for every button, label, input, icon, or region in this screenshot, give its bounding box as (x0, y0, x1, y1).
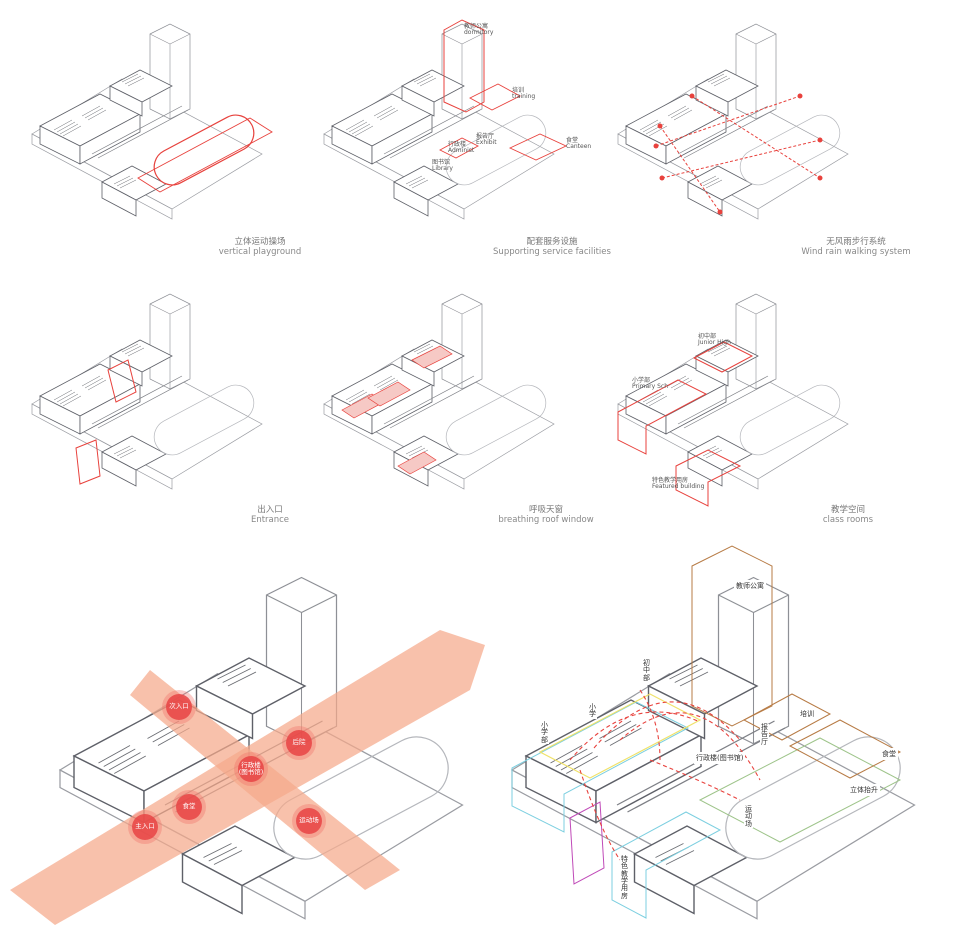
tag-zh: 初中部 (698, 333, 717, 340)
label-junior-high: 初中部 (642, 659, 651, 683)
tag-en: Featured building (652, 483, 705, 491)
caption-en: vertical playground (218, 246, 302, 257)
tag-en: dormitory (464, 29, 494, 37)
diagram-service-facilities (323, 19, 568, 220)
caption-class-rooms: 教学空间 class rooms (808, 505, 888, 526)
tag-primary: 小学部 Primary Sch (632, 377, 669, 391)
caption-en: Wind rain walking system (801, 246, 911, 257)
label-primary-school: 小学部 (540, 721, 549, 745)
marker-main-entrance: 主入口 (132, 814, 158, 840)
tag-en: training (512, 93, 536, 101)
caption-service-facilities: 配套服务设施 Supporting service facilities (492, 237, 612, 258)
tag-zh: 教师公寓 (464, 23, 489, 30)
tag-admin: 行政楼 Administ (448, 141, 475, 155)
marker-canteen: 食堂 (176, 794, 202, 820)
tag-en: Administ (448, 147, 475, 155)
tag-library: 图书馆 Library (432, 159, 453, 173)
tag-zh: 图书馆 (432, 159, 451, 166)
label-raised-playground: 立体抬升 (848, 784, 880, 796)
caption-walking-system: 无风雨步行系统 Wind rain walking system (796, 237, 916, 258)
diagram-circulation (10, 576, 485, 925)
label-sports-field: 运动场 (744, 805, 753, 829)
tag-en: Junior High (698, 339, 731, 347)
tag-zh: 食堂 (566, 137, 579, 144)
caption-en: Supporting service facilities (493, 246, 611, 257)
label-lecture-hall: 报告厅 (760, 723, 769, 747)
tag-training: 培训 training (512, 87, 536, 101)
tag-en: Primary Sch (632, 383, 669, 391)
caption-vertical-playground: 立体运动操场 vertical playground (210, 237, 310, 258)
label-teacher-dormitory: 教师公寓 (734, 580, 766, 592)
tag-featured: 特色教学用房 Featured building (652, 477, 705, 491)
label-canteen: 食堂 (880, 748, 898, 760)
tag-en: Library (432, 165, 453, 173)
caption-zh: 无风雨步行系统 (826, 237, 886, 247)
label-admin-library: 行政楼(图书馆) (694, 752, 746, 764)
diagram-program (511, 545, 916, 920)
tag-junior-high: 初中部 Junior High (698, 333, 731, 347)
caption-zh: 配套服务设施 (526, 237, 578, 247)
tag-zh: 行政楼 (448, 141, 467, 148)
diagram-walking-system (617, 23, 849, 220)
diagram-class-rooms (617, 293, 849, 507)
caption-zh: 出入口 (257, 505, 283, 515)
diagram-entrance (31, 293, 263, 490)
marker-secondary-entrance: 次入口 (166, 694, 192, 720)
caption-zh: 立体运动操场 (234, 237, 286, 247)
tag-exhibit: 报告厅 Exhibit (476, 133, 497, 147)
tag-en: Exhibit (476, 139, 497, 147)
tag-dormitory: 教师公寓 dormitory (464, 23, 494, 37)
tag-zh: 小学部 (632, 377, 651, 384)
tag-canteen: 食堂 Canteen (566, 137, 592, 151)
label-primary-short: 小学 (588, 703, 597, 719)
caption-entrance: 出入口 Entrance (230, 505, 310, 526)
diagram-vertical-playground (31, 23, 273, 220)
tag-en: Canteen (566, 143, 592, 151)
marker-sports-field: 运动场 (296, 808, 322, 834)
caption-zh: 呼吸天窗 (528, 505, 563, 515)
tag-zh: 报告厅 (476, 133, 495, 140)
label-featured-building: 特色教学用房 (620, 855, 629, 901)
caption-breathing-window: 呼吸天窗 breathing roof window (496, 505, 596, 526)
caption-en: breathing roof window (498, 514, 594, 525)
caption-en: Entrance (250, 514, 290, 525)
label-training: 培训 (798, 708, 816, 720)
tag-zh: 特色教学用房 (652, 477, 689, 484)
caption-en: class rooms (822, 514, 874, 525)
marker-admin-library: 行政楼 (图书馆) (238, 756, 264, 782)
caption-zh: 教学空间 (830, 505, 865, 515)
tag-zh: 培训 (512, 87, 525, 94)
diagram-breathing-window (323, 293, 555, 490)
marker-back-yard: 后院 (286, 730, 312, 756)
